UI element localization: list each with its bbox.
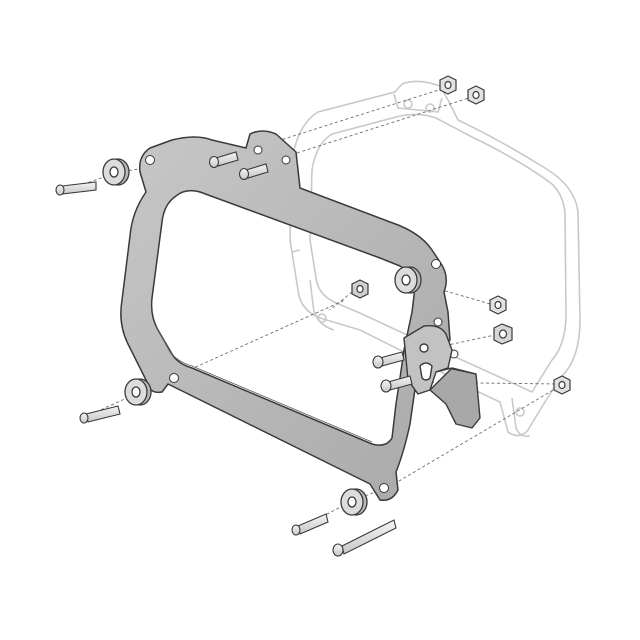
- washer: [124, 378, 152, 406]
- bolt: [79, 405, 121, 424]
- hole: [431, 259, 441, 269]
- nut: [489, 295, 507, 315]
- bolt: [208, 151, 239, 169]
- washer-spacers: [102, 158, 422, 516]
- bolt: [238, 163, 269, 181]
- washer: [340, 488, 368, 516]
- long-rod: [332, 519, 397, 557]
- nut: [351, 279, 369, 299]
- bolt: [372, 351, 405, 369]
- nut: [467, 85, 485, 105]
- washer: [394, 266, 422, 294]
- bolt: [291, 513, 329, 536]
- angled-side-plate: [403, 324, 481, 429]
- nut: [493, 323, 513, 345]
- hole: [281, 155, 291, 165]
- hole: [169, 373, 179, 383]
- nut: [553, 375, 571, 395]
- nut: [439, 75, 457, 95]
- hole: [145, 155, 155, 165]
- bolt: [55, 181, 97, 196]
- nuts: [351, 75, 571, 395]
- washer: [102, 158, 130, 186]
- hole: [253, 145, 263, 155]
- hole: [433, 317, 443, 327]
- hole: [379, 483, 389, 493]
- mounting-bracket-frame: [120, 130, 459, 502]
- bolts: [55, 151, 413, 536]
- bolt: [380, 375, 413, 393]
